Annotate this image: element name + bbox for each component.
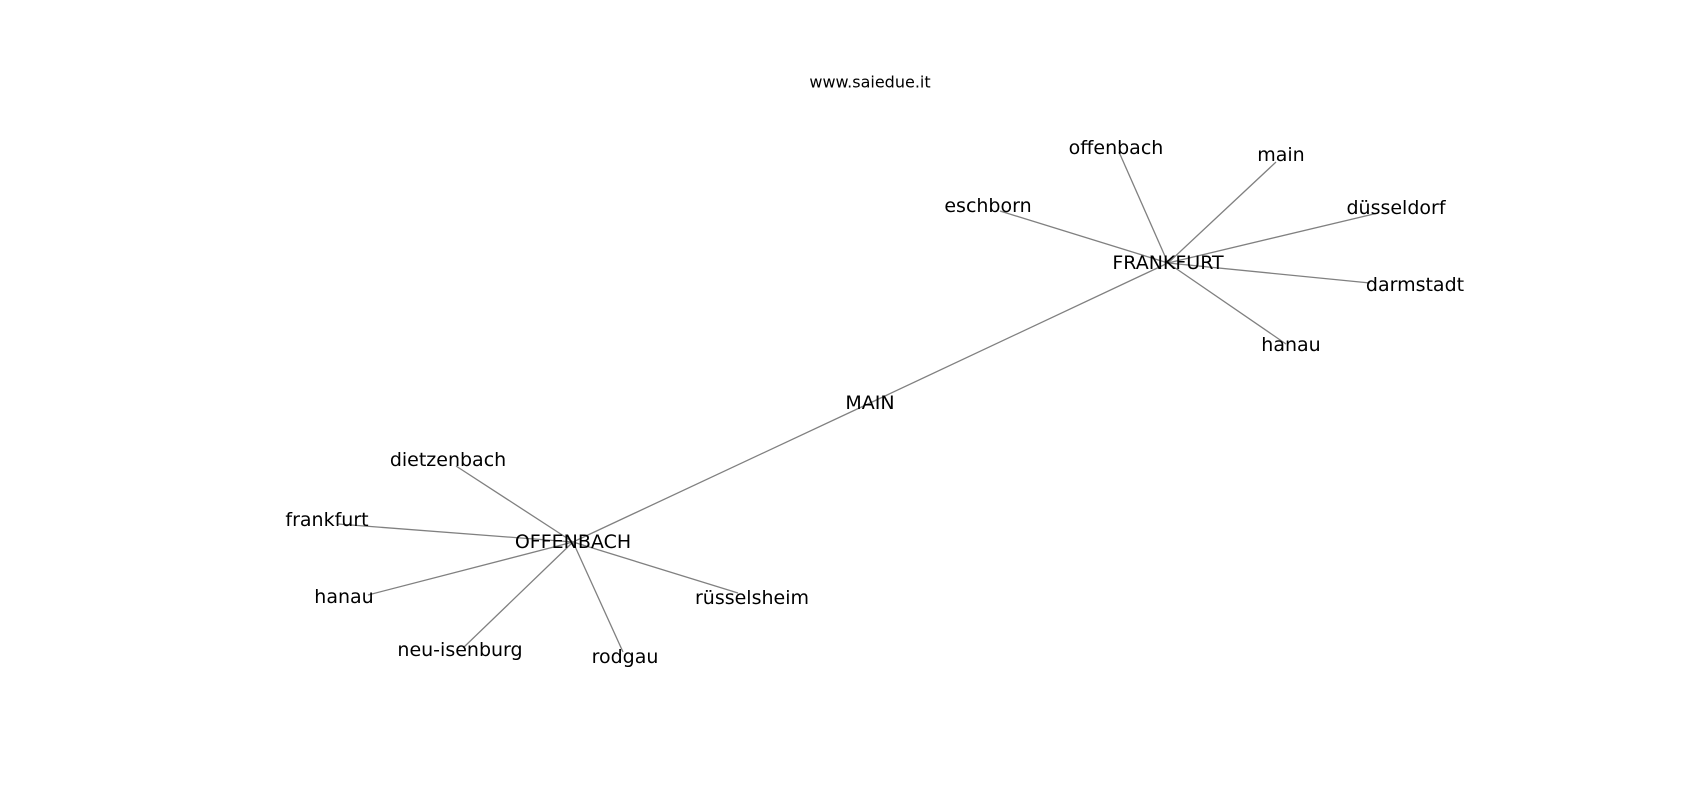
edge-frankfurt_hub-f_darmstadt <box>1167 262 1371 284</box>
edge-frankfurt_hub-f_eschborn <box>999 210 1169 264</box>
node-label-f_hanau: hanau <box>1261 334 1320 356</box>
edge-frankfurt_hub-f_hanau <box>1167 262 1287 345</box>
edge-offenbach_hub-o_ruesselsheim <box>572 541 739 594</box>
node-label-o_hanau: hanau <box>314 586 373 608</box>
edge-main_hub-frankfurt_hub <box>869 262 1169 404</box>
edge-offenbach_hub-o_rodgau <box>572 541 624 653</box>
node-label-f_eschborn: eschborn <box>944 195 1031 217</box>
edge-offenbach_hub-o_hanau <box>367 541 574 596</box>
node-label-f_darmstadt: darmstadt <box>1366 274 1464 296</box>
edge-main_hub-offenbach_hub <box>572 402 871 543</box>
edge-offenbach_hub-o_frankfurt <box>337 523 574 543</box>
node-label-o_neuisenburg: neu-isenburg <box>397 639 522 661</box>
edge-layer <box>337 151 1379 653</box>
node-label-o_dietzenbach: dietzenbach <box>390 449 506 471</box>
edge-frankfurt_hub-f_offenbach <box>1118 151 1169 264</box>
node-label-f_main: main <box>1257 144 1304 166</box>
node-label-o_ruesselsheim: rüsselsheim <box>695 587 809 609</box>
node-layer: MAIN FRANKFURT OFFENBACH offenbach main eschb… <box>285 137 1464 668</box>
edge-offenbach_hub-o_neuisenburg <box>462 541 574 649</box>
edge-offenbach_hub-o_dietzenbach <box>455 465 574 543</box>
watermark-text: www.saiedue.it <box>809 73 930 92</box>
edge-frankfurt_hub-f_duesseldorf <box>1167 212 1379 264</box>
node-label-frankfurt_hub: FRANKFURT <box>1112 252 1224 274</box>
node-label-o_frankfurt: frankfurt <box>285 509 368 531</box>
node-label-f_duesseldorf: düsseldorf <box>1346 197 1446 219</box>
edge-frankfurt_hub-f_main <box>1167 161 1277 264</box>
node-label-o_rodgau: rodgau <box>592 646 659 668</box>
node-label-offenbach_hub: OFFENBACH <box>515 531 631 553</box>
node-label-f_offenbach: offenbach <box>1069 137 1164 159</box>
node-label-main_hub: MAIN <box>845 392 894 414</box>
